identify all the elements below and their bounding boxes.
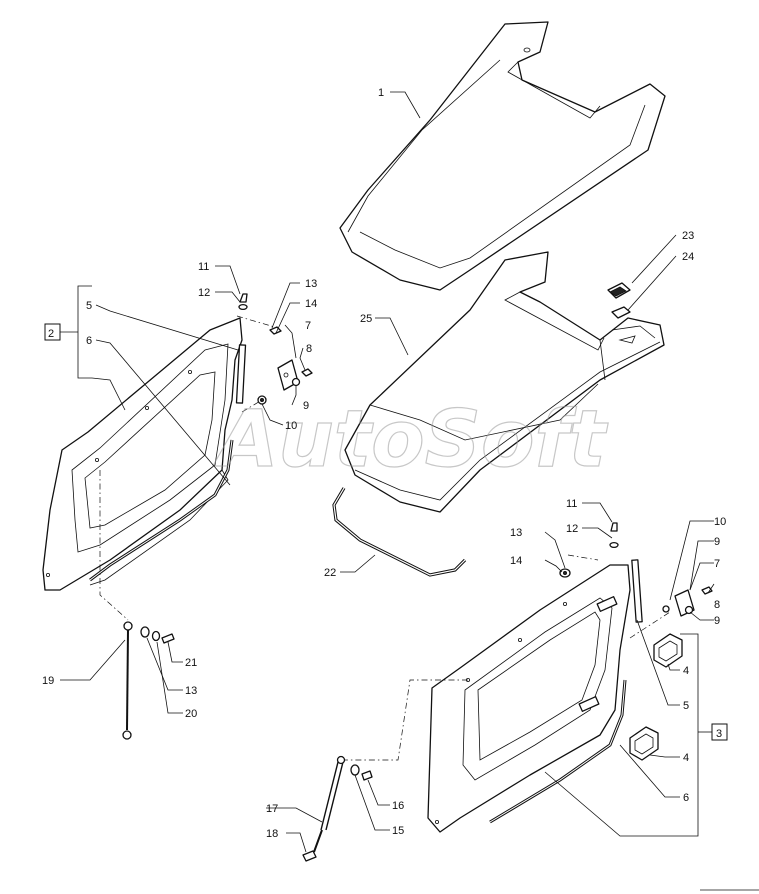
callout-12-right: 12 [566,523,578,535]
callout-10-left: 10 [285,420,297,432]
callout-11-left: 11 [198,261,209,273]
callout-25: 25 [360,313,372,325]
callout-23: 23 [682,230,694,242]
callout-10-right: 10 [714,516,726,528]
callout-9-right-lower: 9 [714,615,720,627]
callout-16: 16 [392,800,404,812]
left-edge-seal [89,439,234,582]
callout-15: 15 [392,825,404,837]
group-label-2: 2 [48,328,54,340]
callout-17: 17 [266,803,278,815]
right-door [427,564,631,833]
callout-6-left: 6 [86,335,92,347]
callout-1: 1 [378,87,384,99]
assembly-lines [99,315,671,761]
callout-24: 24 [682,251,694,263]
right-gas-strut [302,755,373,862]
right-bumpers [629,633,683,761]
callout-9-right: 9 [714,536,720,548]
callout-13-left-lower: 13 [185,685,197,697]
callout-labels: 1 25 23 24 22 11 12 13 14 7 8 9 10 5 6 1… [42,87,726,840]
group-label-3: 3 [716,728,722,740]
callout-4-upper: 4 [683,665,689,677]
callout-8-left: 8 [306,343,312,355]
seal-strip [332,487,467,577]
roof-latch [607,282,631,319]
left-stay-rod [122,621,175,740]
leader-lines [60,91,715,853]
callout-19: 19 [42,675,54,687]
callout-9-left: 9 [303,400,309,412]
roof-top-cover [339,21,666,291]
callout-18: 18 [266,828,278,840]
callout-4-lower: 4 [683,752,689,764]
callout-13-left: 13 [305,278,317,290]
callout-14-right: 14 [510,555,522,567]
right-hinge-bracket [559,522,713,617]
callout-11-right: 11 [566,498,577,510]
cab-roof-shell [344,251,665,513]
callout-13-right: 13 [510,527,522,539]
callout-20: 20 [185,708,197,720]
callout-22: 22 [324,567,336,579]
callout-14-left: 14 [305,298,317,310]
callout-7-left: 7 [305,320,311,332]
callout-12-left: 12 [198,287,210,299]
left-hinge-bracket [238,293,313,405]
right-hinge-bar [631,559,643,623]
group-bracket-2: 2 [44,285,126,411]
callout-5-right: 5 [683,700,689,712]
callout-6-right: 6 [683,792,689,804]
left-door [42,317,243,591]
right-edge-seal [489,679,627,824]
callout-21: 21 [185,657,197,669]
callout-5-left: 5 [86,300,92,312]
group-bracket-3: 3 [544,633,728,837]
callout-8-right: 8 [714,599,720,611]
callout-7-right: 7 [714,558,720,570]
left-hinge-bar [235,344,247,404]
watermark-text: AutoSoft [212,395,608,485]
